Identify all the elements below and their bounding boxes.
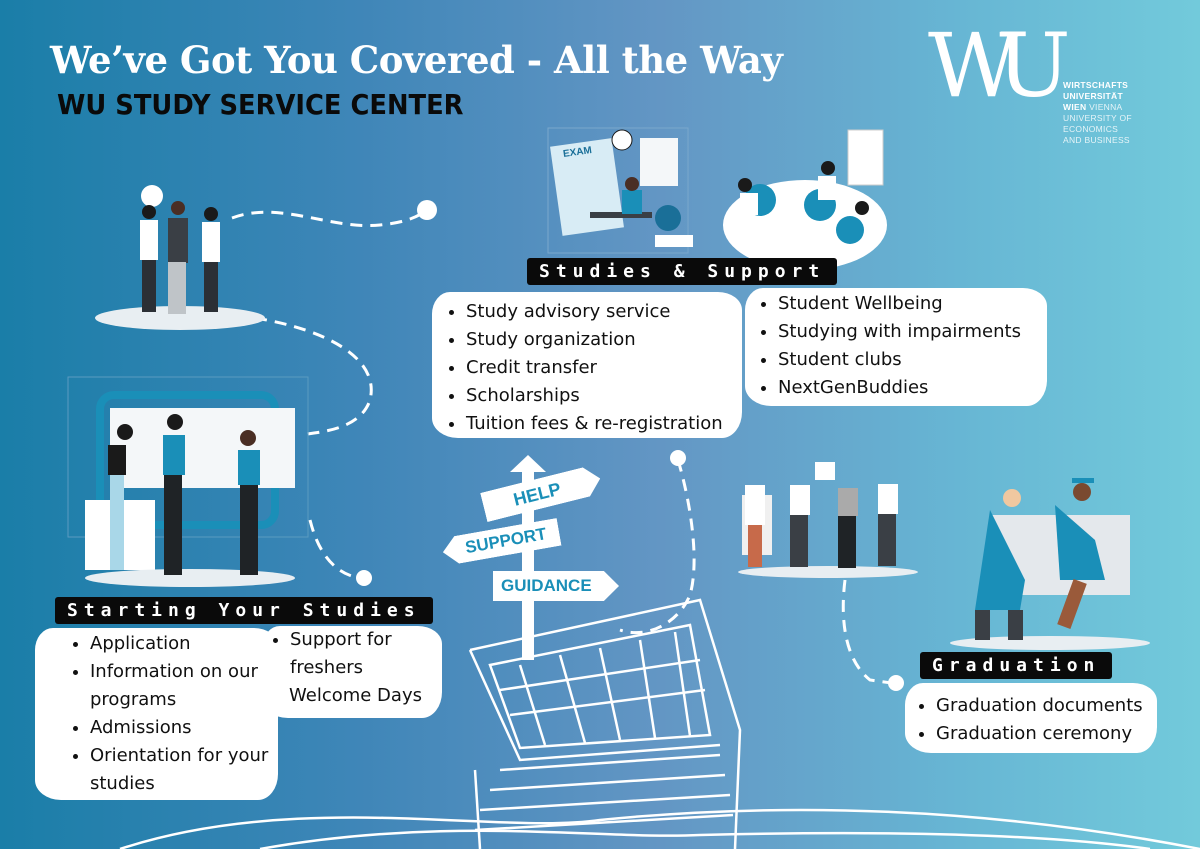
graduation-list-bg <box>905 683 1157 753</box>
list-item: Graduation documents <box>936 692 1143 720</box>
signpost <box>510 455 546 660</box>
studies-list-bg <box>745 288 1047 406</box>
list-item: Welcome Days <box>289 685 422 706</box>
list-item: Orientation for your studies <box>90 742 270 798</box>
list-item: Support for freshers <box>290 626 440 682</box>
list-item: Study organization <box>466 326 723 354</box>
team-illustration <box>738 462 918 578</box>
list-item: Studying with impairments <box>778 318 1021 346</box>
high-five-illustration <box>95 185 265 330</box>
starting-studies-label: Starting Your Studies <box>55 597 433 624</box>
whiteboard-illustration <box>67 376 309 587</box>
wu-logo-mark: WU <box>928 14 1071 117</box>
logo-line: AND BUSINESS <box>1063 135 1130 145</box>
list-item: Student clubs <box>778 346 1021 374</box>
page-title: We’ve Got You Covered - All the Way <box>50 38 783 82</box>
studies-list-bg <box>432 292 742 438</box>
list-item: Graduation ceremony <box>936 720 1143 748</box>
list-item: Information on our programs <box>90 658 270 714</box>
graduation-label: Graduation <box>920 652 1113 679</box>
starting-list-bg <box>262 626 442 718</box>
graduation-list: Graduation documents Graduation ceremony <box>908 692 1143 748</box>
studies-support-label: Studies & Support <box>527 258 838 285</box>
logo-line: WIEN <box>1063 102 1087 112</box>
dashed-path <box>231 208 893 685</box>
list-item: Application <box>90 630 270 658</box>
logo-line: VIENNA <box>1086 102 1123 112</box>
logo-line: WIRTSCHAFTS <box>1063 80 1129 90</box>
starting-list-bg <box>35 628 278 800</box>
path-dot <box>356 200 904 691</box>
list-item: Study advisory service <box>466 298 723 326</box>
wellbeing-illustration <box>723 129 887 270</box>
list-item: NextGenBuddies <box>778 374 1021 402</box>
starting-list-right-cont: Welcome Days <box>289 682 422 710</box>
list-item: Admissions <box>90 714 270 742</box>
logo-line: UNIVERSITY OF <box>1063 113 1132 123</box>
logo-line: ECONOMICS <box>1063 124 1119 134</box>
starting-list-left: Application Information on our programs … <box>62 630 270 798</box>
list-item: Tuition fees & re-registration <box>466 410 723 438</box>
starting-list-right: Support for freshers <box>262 626 440 682</box>
studies-support-list-left: Study advisory service Study organizatio… <box>438 298 723 438</box>
graduation-illustration <box>950 478 1150 650</box>
sign-guidance: GUIDANCE <box>493 571 619 601</box>
building-sketch <box>119 598 1200 849</box>
list-item: Credit transfer <box>466 354 723 382</box>
list-item: Scholarships <box>466 382 723 410</box>
list-item: Student Wellbeing <box>778 290 1021 318</box>
sign-guidance-text: GUIDANCE <box>501 576 592 595</box>
exam-illustration <box>547 127 693 254</box>
wu-logo-text: WIRTSCHAFTS UNIVERSITÄT WIEN VIENNA UNIV… <box>1063 80 1132 146</box>
page-subtitle: WU STUDY SERVICE CENTER <box>57 88 464 121</box>
studies-support-list-right: Student Wellbeing Studying with impairme… <box>750 290 1021 402</box>
logo-line: UNIVERSITÄT <box>1063 91 1123 101</box>
